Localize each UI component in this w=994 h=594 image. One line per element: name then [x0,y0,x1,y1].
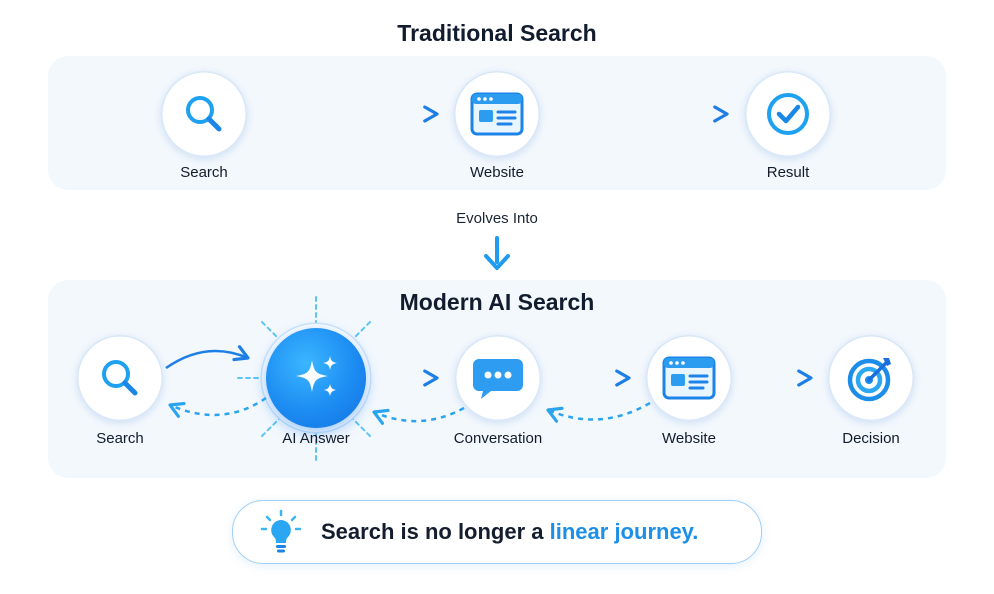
traditional-label-result: Result [766,164,810,181]
arrow-conversation-back-to-ai [372,406,465,425]
modern-step-website [646,335,732,421]
arrow-website-back-to-conversation [546,401,651,423]
modern-step-conversation [455,335,541,421]
traditional-title: Traditional Search [397,20,597,46]
traditional-label-website: Website [470,164,524,181]
arrow-ai-back-to-search [168,396,267,418]
browser-window-icon [470,92,524,136]
check-circle-icon [767,93,809,135]
search-icon [102,360,138,396]
traditional-step-search [161,71,247,157]
modern-step-search [77,335,163,421]
chat-bubble-icon [473,359,523,399]
search-icon [186,96,222,132]
traditional-step-result [745,71,831,157]
traditional-step-website [454,71,540,157]
callout-pill: Search is no longer a linear journey. [232,500,762,564]
modern-title: Modern AI Search [399,289,595,315]
sparkles-icon [296,356,337,396]
callout-text-highlight: linear journey. [549,519,699,544]
modern-step-decision [828,335,914,421]
modern-label-decision: Decision [842,430,900,447]
arrow-search-to-ai [165,345,250,370]
modern-label-website: Website [662,430,716,447]
modern-label-search: Search [96,430,144,447]
target-icon [847,358,891,402]
browser-window-icon [662,356,716,400]
evolves-into-label: Evolves Into [456,210,538,227]
callout-text: Search is no longer a linear journey. [321,519,698,545]
traditional-label-search: Search [180,164,228,181]
callout-text-prefix: Search is no longer a [321,519,550,544]
lightbulb-icon [260,509,302,553]
modern-step-ai-answer [266,328,366,428]
modern-label-ai-answer: AI Answer [282,430,350,447]
modern-label-conversation: Conversation [453,430,543,447]
